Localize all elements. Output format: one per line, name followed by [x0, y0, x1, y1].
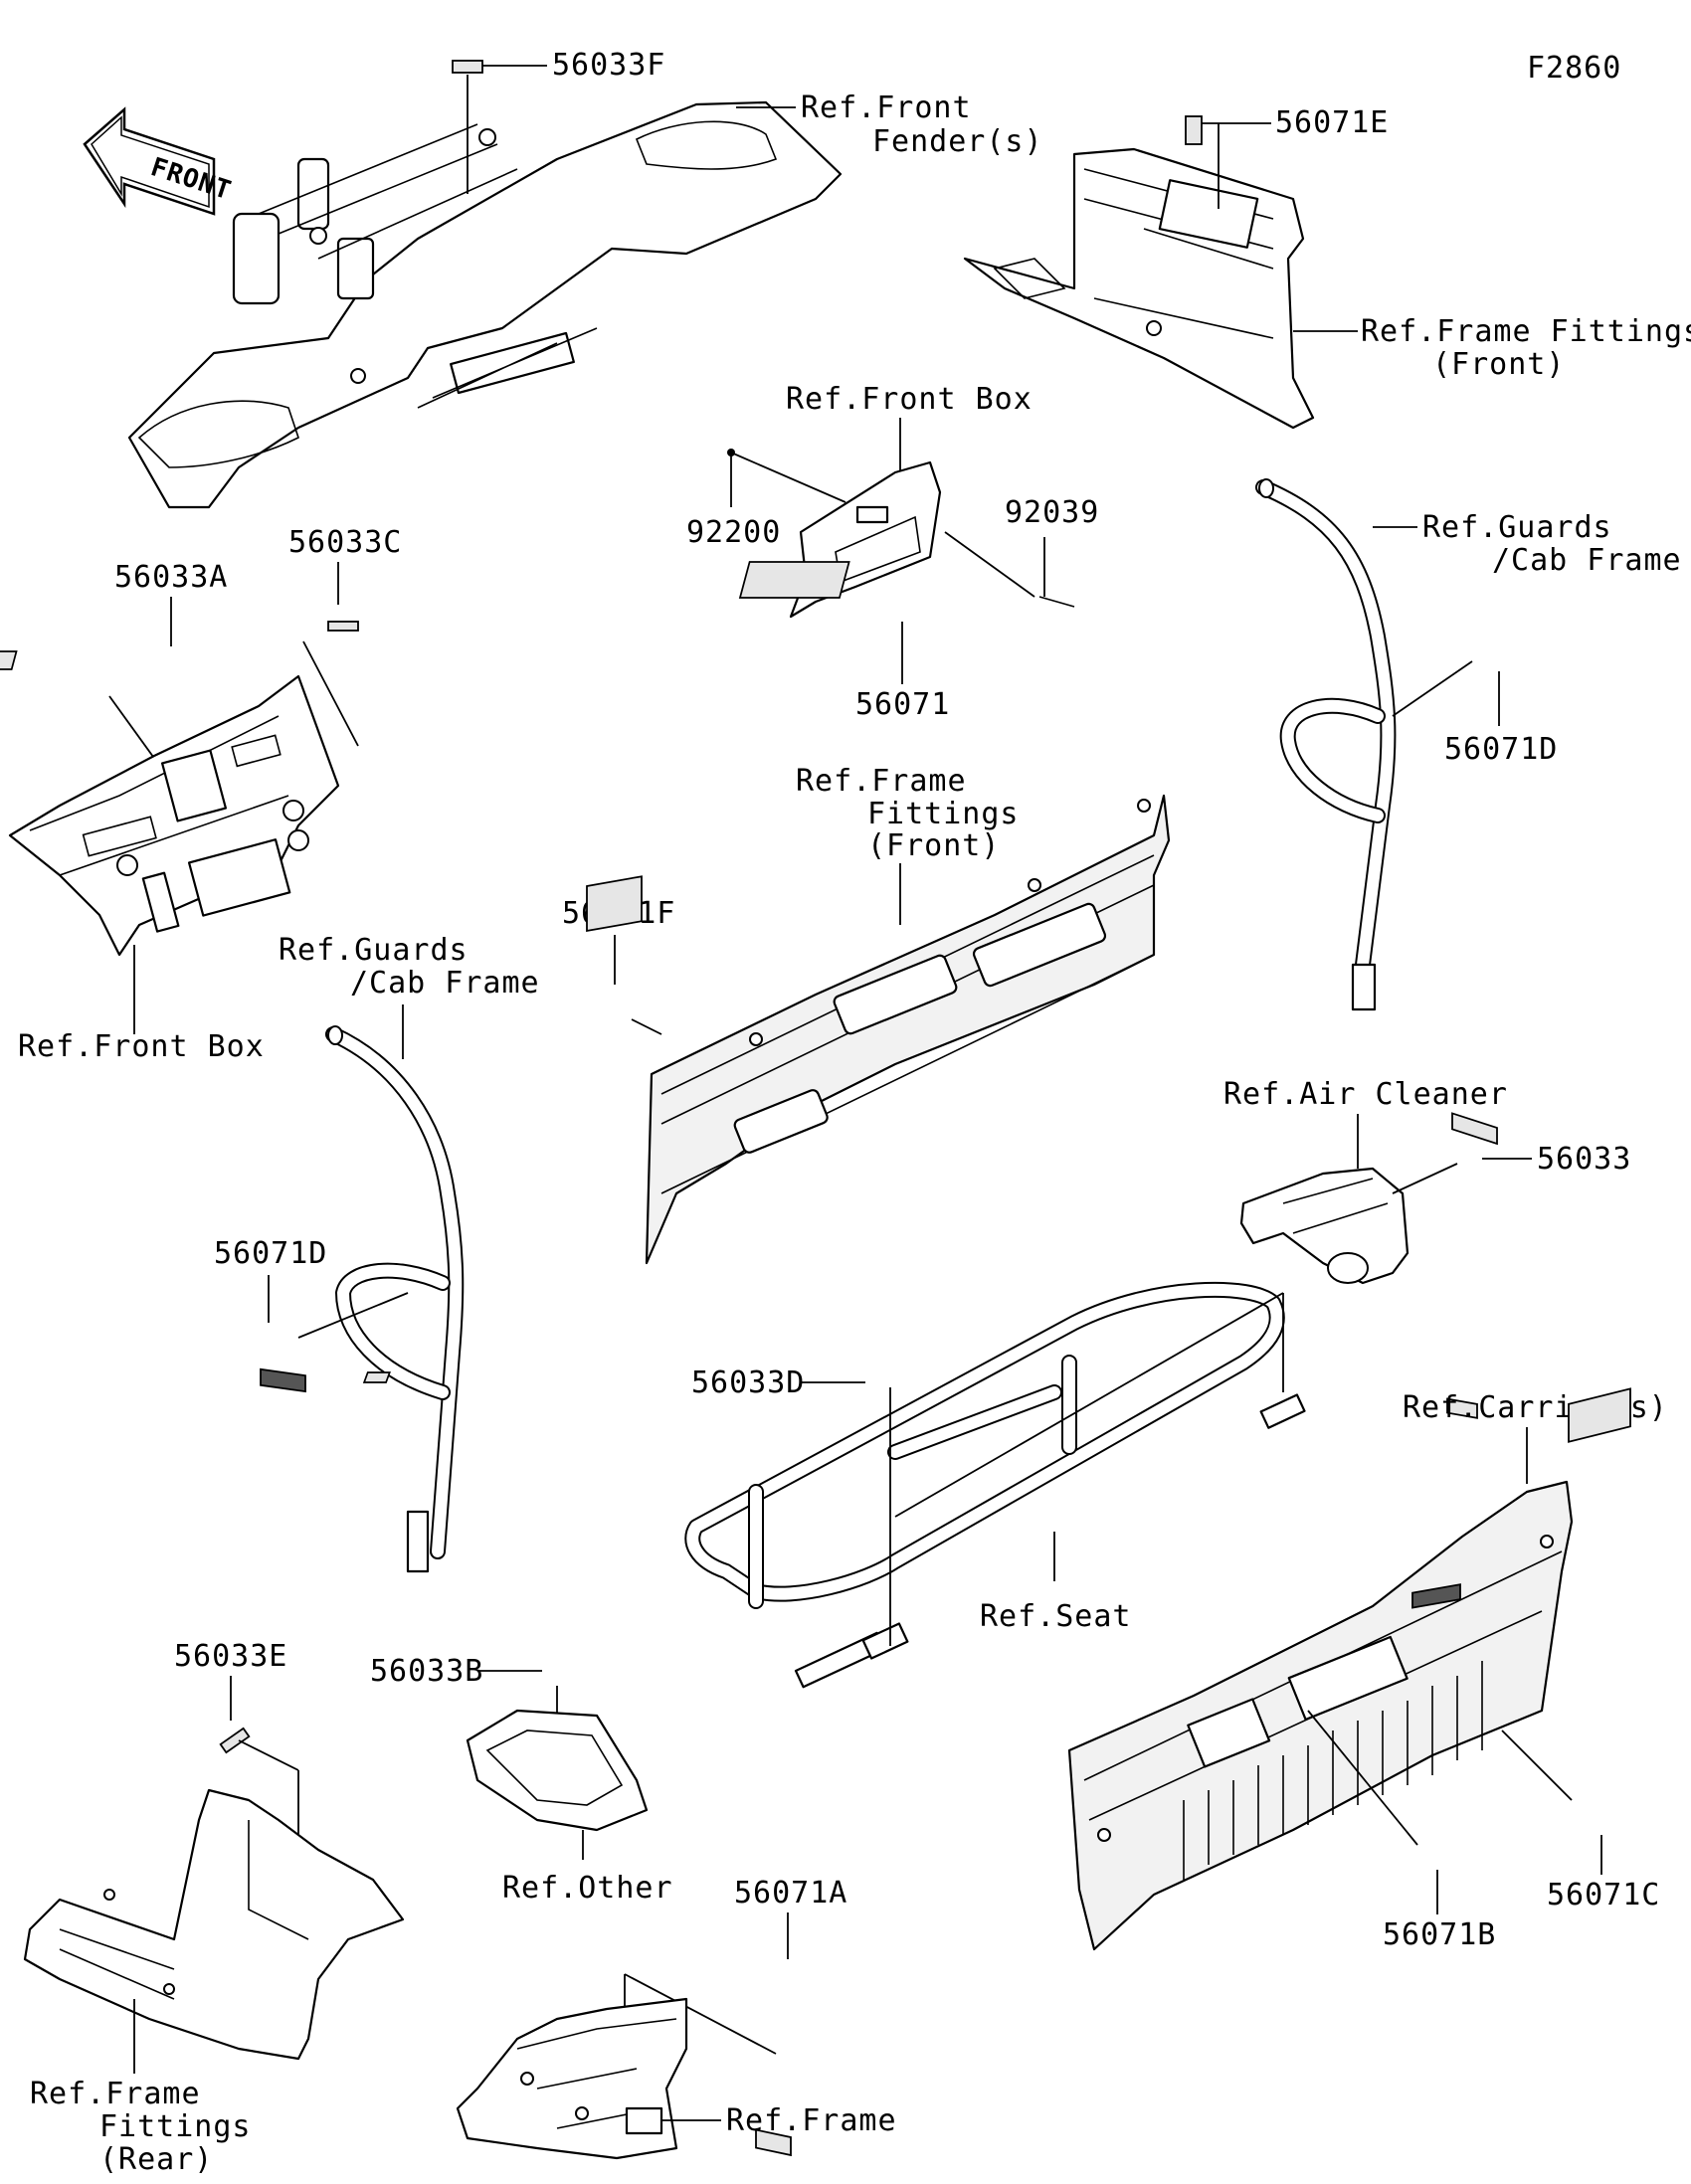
dashboard-front-box [8, 674, 340, 957]
part-number-56033C: 56033C [288, 525, 402, 560]
label-56033-sticker [1446, 1397, 1478, 1419]
ref-frame-mid-label-2: Fittings [867, 797, 1020, 831]
carrier-rear-panel [1067, 1480, 1574, 1951]
label-56071C-sticker [1568, 1387, 1631, 1443]
label-56071E-sticker [1185, 115, 1203, 145]
ref-frame-fittings-rear-label: Ref.Frame [30, 2077, 201, 2111]
ref-other-label: Ref.Other [502, 1871, 673, 1906]
part-number-56033D: 56033D [691, 1365, 805, 1400]
part-number-92200: 92200 [686, 515, 781, 550]
ref-frame-mid-label-3: (Front) [867, 828, 1000, 863]
ref-guards-left-label-2: /Cab Frame [350, 966, 540, 1001]
ref-frame-fittings-rear-label-3: (Rear) [99, 2142, 213, 2177]
ref-frame-label: Ref.Frame [726, 2103, 897, 2138]
part-number-56071A: 56071A [734, 1876, 847, 1911]
part-number-56071: 56071 [855, 687, 950, 722]
other-tray-part [466, 1709, 649, 1832]
part-number-56033B: 56033B [370, 1654, 483, 1689]
label-56071B-sticker [1411, 1583, 1461, 1609]
label-56033C-sticker [327, 621, 359, 632]
label-56033A-sticker [0, 650, 18, 670]
ref-seat-label: Ref.Seat [980, 1599, 1132, 1634]
label-56033F-sticker [452, 60, 483, 74]
part-number-56033F: 56033F [552, 48, 665, 83]
frame-fittings-front-panel [645, 794, 1171, 1265]
part-number-56071D-left: 56071D [214, 1236, 327, 1271]
ref-frame-fittings-front-label-2: (Front) [1432, 347, 1565, 382]
ref-air-cleaner-label: Ref.Air Cleaner [1223, 1077, 1508, 1112]
part-number-56033: 56033 [1537, 1142, 1631, 1177]
guard-cab-frame-left [325, 1025, 465, 1573]
ref-guards-right-label-2: /Cab Frame [1492, 543, 1682, 578]
figure-id: F2860 [1527, 51, 1621, 86]
label-56071D-right-sticker [1451, 1112, 1498, 1146]
part-number-56071B: 56071B [1383, 1917, 1496, 1952]
frame-part [456, 1997, 688, 2160]
ref-frame-fittings-rear-label-2: Fittings [99, 2109, 252, 2144]
part-number-56071E: 56071E [1275, 105, 1389, 140]
part-number-56071C: 56071C [1547, 1878, 1660, 1912]
front-fender-floor-assembly [127, 100, 843, 509]
part-number-56033E: 56033E [174, 1639, 287, 1674]
ref-frame-fittings-front-label: Ref.Frame Fittings [1361, 314, 1691, 349]
guard-cab-frame-right [1255, 478, 1397, 1011]
front-arrow: FRONT [83, 106, 235, 216]
label-56071F-sticker [586, 875, 643, 933]
label-56033D-sticker [362, 1371, 391, 1383]
ref-front-box-label-left: Ref.Front Box [18, 1029, 265, 1064]
ref-guards-left-label: Ref.Guards [279, 933, 469, 968]
label-56071D-left-sticker [260, 1367, 306, 1393]
ref-frame-mid-label: Ref.Frame [796, 764, 967, 799]
ref-front-box-label-top: Ref.Front Box [786, 382, 1033, 417]
part-number-56071D-right: 56071D [1444, 732, 1558, 767]
ref-guards-right-label: Ref.Guards [1422, 510, 1612, 545]
ref-front-fender-label-2: Fender(s) [872, 124, 1043, 159]
label-56033E-sticker [219, 1727, 251, 1754]
label-56071-sticker [738, 561, 850, 599]
part-number-92039: 92039 [1005, 495, 1099, 530]
frame-fittings-front-part [963, 147, 1315, 430]
label-56071A-sticker [755, 2128, 792, 2157]
frame-fittings-rear-part [23, 1788, 405, 2061]
ref-front-fender-label: Ref.Front [801, 91, 972, 125]
part-number-56033A: 56033A [114, 560, 228, 595]
carrier-tube-assembly [684, 1281, 1306, 1689]
air-cleaner-part [1239, 1167, 1409, 1285]
